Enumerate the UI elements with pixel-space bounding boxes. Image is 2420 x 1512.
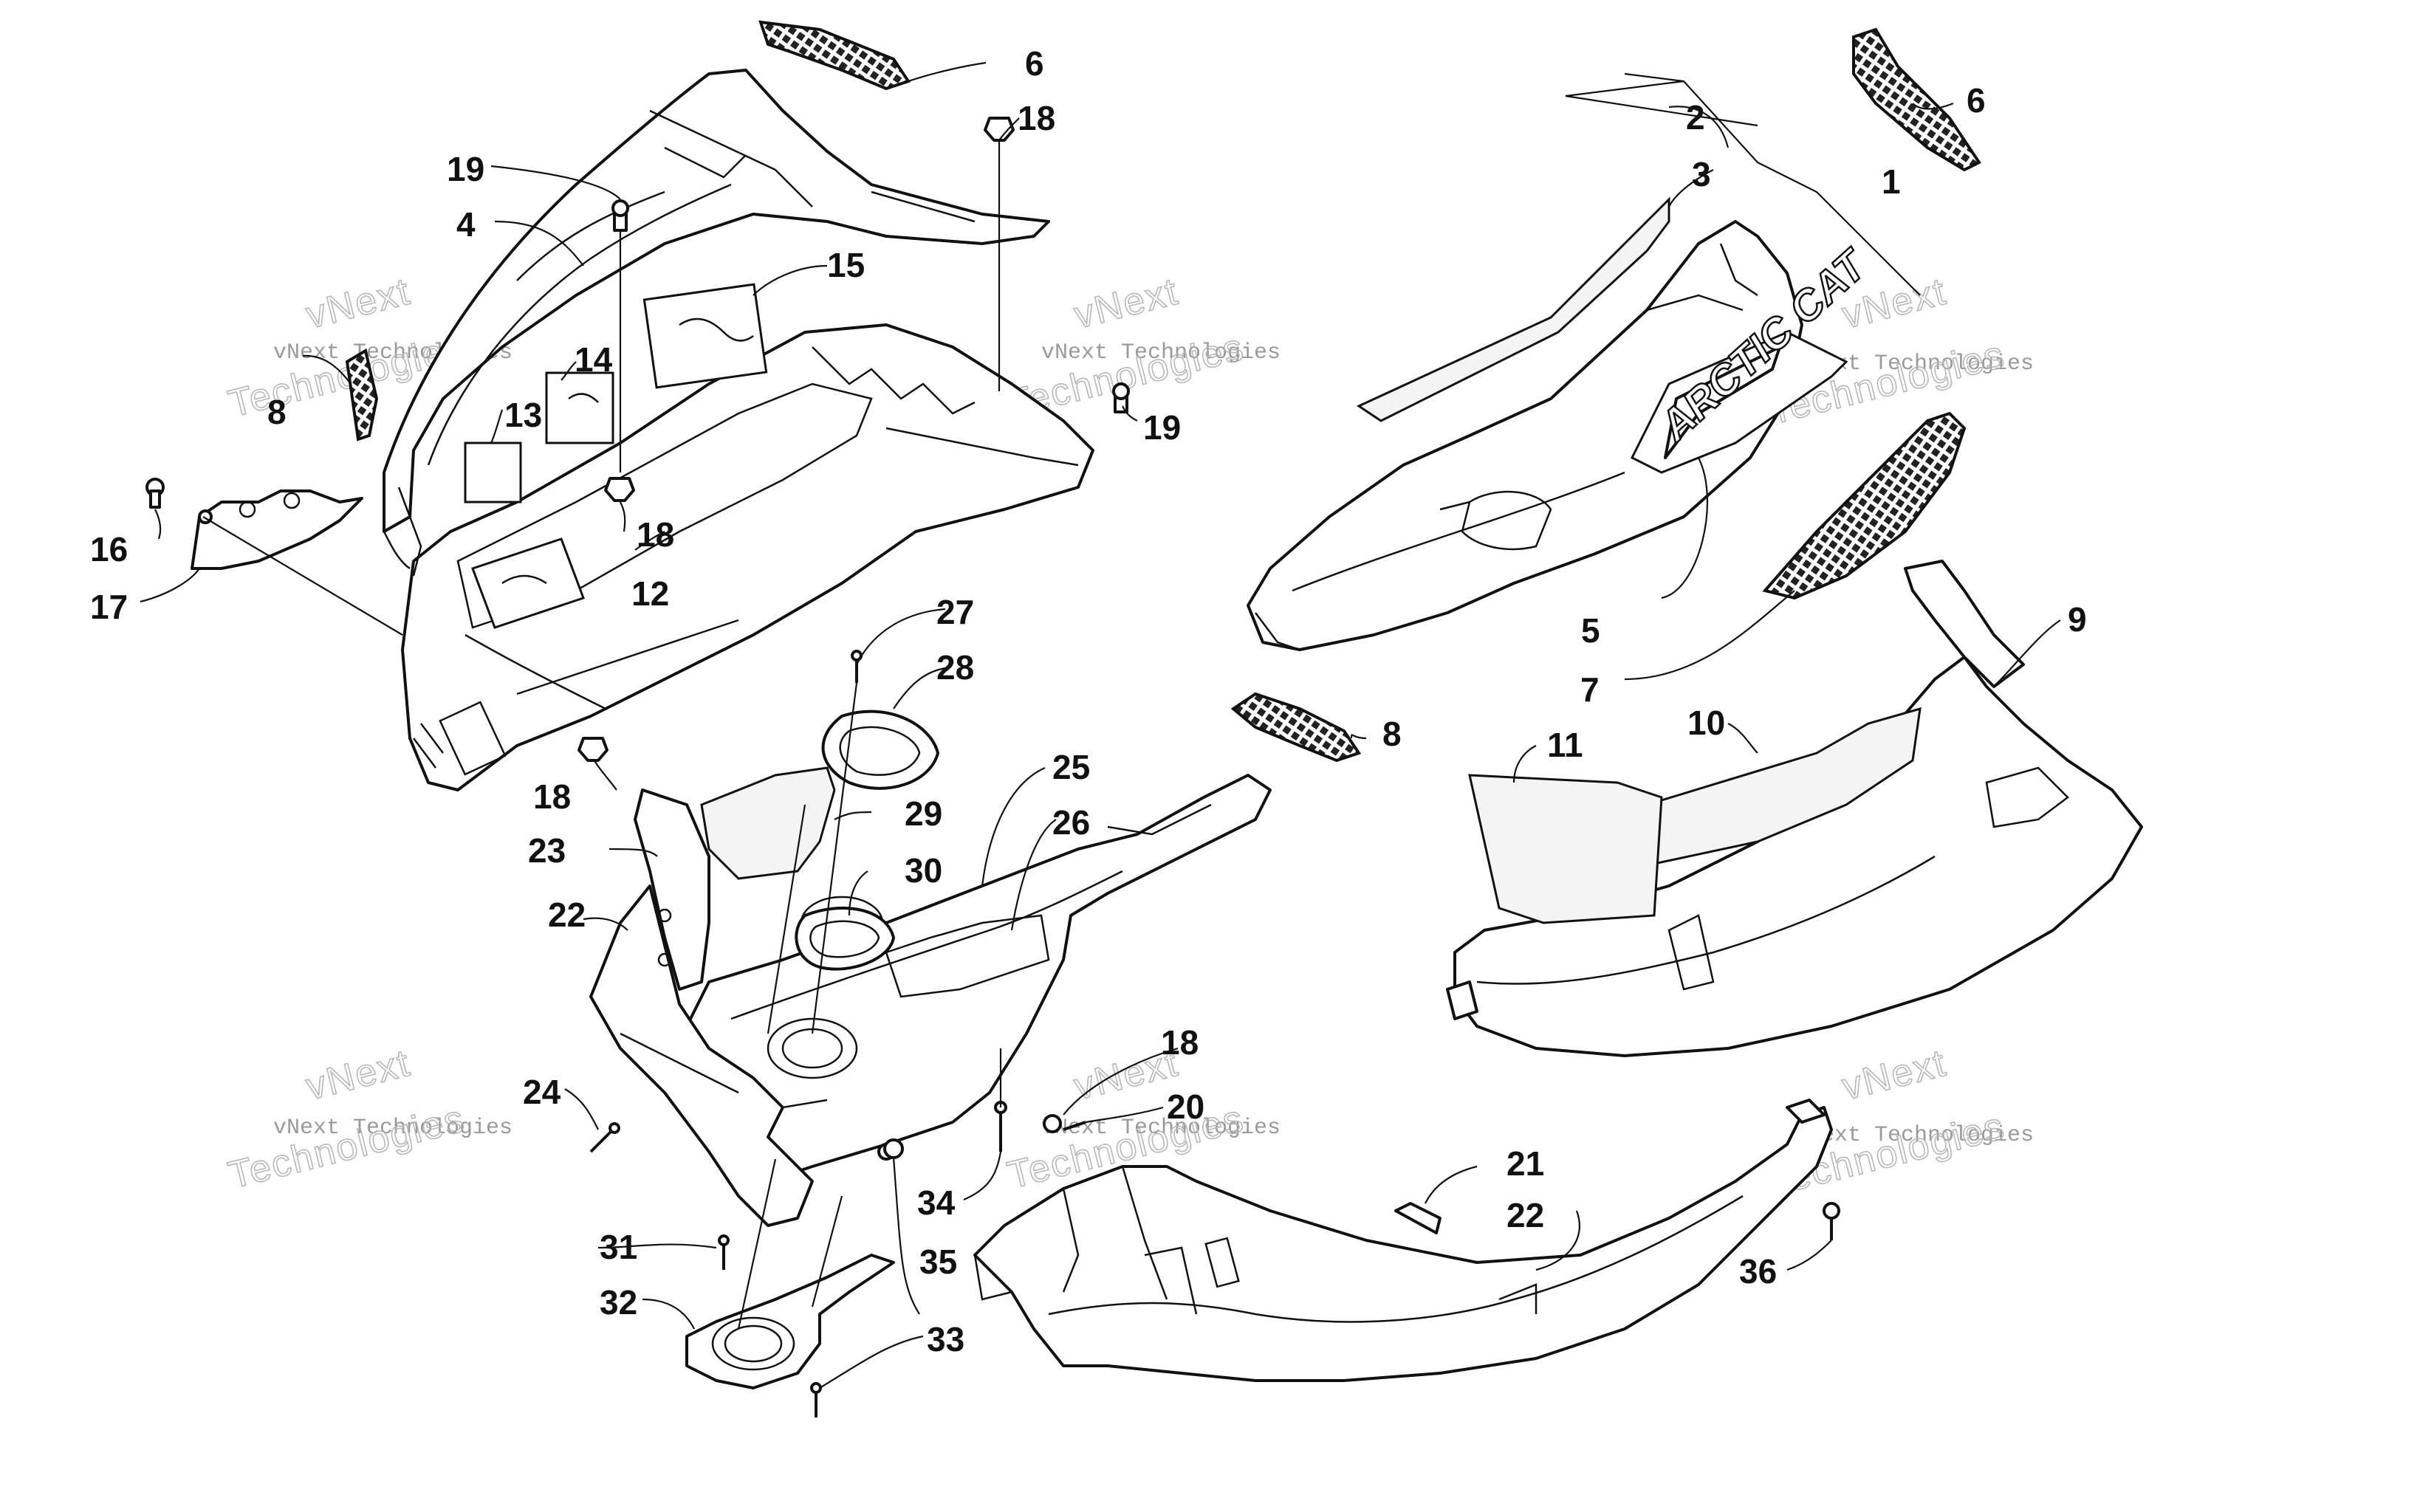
callout-8: 8: [1382, 715, 1402, 753]
svg-text:vNext Technologies: vNext Technologies: [273, 1116, 513, 1141]
svg-text:vNext Technologies: vNext Technologies: [1795, 1123, 2034, 1148]
callout-1: 1: [1882, 162, 1901, 201]
panel-29: [700, 766, 836, 880]
callout-9: 9: [2068, 600, 2087, 639]
decal-10: [1645, 707, 1922, 865]
callout-8: 8: [267, 393, 287, 431]
callout-22: 22: [548, 896, 586, 934]
rivet-31: [718, 1234, 730, 1270]
mount-bracket: [191, 489, 363, 570]
svg-text:vNext: vNext: [1838, 1042, 1951, 1109]
side-panel-2: [1247, 220, 1803, 651]
callout-6: 6: [1967, 81, 1986, 120]
callout-17: 17: [90, 588, 128, 626]
callout-18: 18: [637, 515, 674, 554]
lower-skid: [973, 1106, 1833, 1382]
callout-13: 13: [504, 396, 542, 434]
svg-text:Technologies: Technologies: [224, 1097, 470, 1197]
svg-text:vNext: vNext: [1070, 270, 1183, 337]
svg-text:vNext: vNext: [302, 270, 415, 337]
watermark: vNext vNext Technologies Technologies: [224, 1041, 513, 1197]
callout-21: 21: [1506, 1144, 1544, 1183]
callout-33: 33: [927, 1320, 964, 1358]
callout-35: 35: [919, 1243, 957, 1281]
callout-10: 10: [1687, 704, 1725, 742]
decal-13: [464, 441, 522, 504]
callout-2: 2: [1686, 98, 1705, 137]
watermark: vNext vNext Technologies Technologies: [1003, 269, 1281, 426]
rivet-34: [994, 1101, 1007, 1152]
callout-36: 36: [1739, 1252, 1777, 1291]
callout-24: 24: [523, 1073, 561, 1111]
vent-grille-6: [758, 20, 911, 91]
bracket-22: [589, 884, 814, 1227]
decal-15: [642, 283, 768, 389]
callout-7: 7: [1580, 670, 1600, 709]
svg-text:vNext Technologies: vNext Technologies: [1041, 1116, 1281, 1141]
callout-28: 28: [936, 648, 974, 687]
callout-12: 12: [631, 574, 669, 613]
callout-18: 18: [1018, 99, 1055, 137]
callout-6: 6: [1025, 44, 1044, 83]
nut-18b: [984, 117, 1015, 142]
nut-18a: [604, 477, 635, 502]
bolt-35: [883, 1138, 904, 1159]
belly-pan-assembly: [589, 650, 1272, 1418]
callout-27: 27: [936, 593, 974, 631]
bolt-16: [145, 478, 165, 509]
callout-19: 19: [447, 150, 484, 188]
decal-14: [545, 371, 614, 444]
svg-text:vNext Technologies: vNext Technologies: [1041, 340, 1281, 365]
decal-11: [1468, 774, 1663, 924]
bolt-36: [1823, 1202, 1840, 1240]
callout-11: 11: [1547, 726, 1583, 764]
decal-5: [1630, 331, 1848, 474]
callout-32: 32: [600, 1283, 637, 1322]
rivet-24: [589, 1122, 620, 1153]
callout-29: 29: [905, 794, 942, 833]
side-panel-assembly: ARCTIC CAT: [1230, 27, 2143, 1057]
fastener-19b: [1112, 382, 1130, 413]
callout-4: 4: [456, 205, 476, 244]
callout-26: 26: [1052, 803, 1090, 842]
lower-skid-assembly: [973, 1099, 1840, 1382]
callout-23: 23: [528, 831, 566, 870]
clip-21: [1394, 1202, 1442, 1234]
callout-22: 22: [1506, 1196, 1544, 1234]
callout-31: 31: [600, 1228, 637, 1266]
bracket-23: [634, 788, 710, 991]
callout-18: 18: [533, 777, 571, 816]
svg-text:vNext: vNext: [302, 1042, 415, 1109]
side-panel-9: [1453, 656, 2143, 1057]
callout-25: 25: [1052, 748, 1090, 786]
callout-34: 34: [917, 1183, 956, 1222]
duct-32: [685, 1254, 895, 1389]
hood-assembly: [145, 20, 1130, 791]
decal-3: [1356, 196, 1670, 422]
screw-20: [1063, 1121, 1086, 1131]
fastener-19a: [611, 199, 629, 232]
callout-5: 5: [1581, 611, 1600, 650]
side-vent-8-right: [1230, 692, 1362, 763]
rivet-27: [851, 650, 863, 683]
vent-grille-6-right: [1852, 27, 1981, 172]
leader-lines: [140, 61, 2061, 1389]
callout-30: 30: [905, 851, 942, 890]
callout-20: 20: [1167, 1087, 1204, 1126]
callout-18: 18: [1161, 1023, 1199, 1062]
side-vent-8: [345, 348, 379, 441]
side-vent-7: [1762, 411, 1967, 600]
callout-16: 16: [90, 530, 128, 568]
nut-18c: [577, 737, 609, 762]
callout-3: 3: [1692, 155, 1711, 193]
callout-labels: 1 2 3 4 5 6 6 7 8 8 9 10 11 12 13 14 15 …: [90, 44, 2087, 1358]
hood-shell: [383, 69, 1050, 533]
callout-19: 19: [1143, 408, 1181, 447]
callout-14: 14: [575, 340, 613, 379]
callout-15: 15: [827, 246, 865, 284]
nut-18d: [1043, 1114, 1062, 1133]
rivet-33: [810, 1382, 822, 1418]
